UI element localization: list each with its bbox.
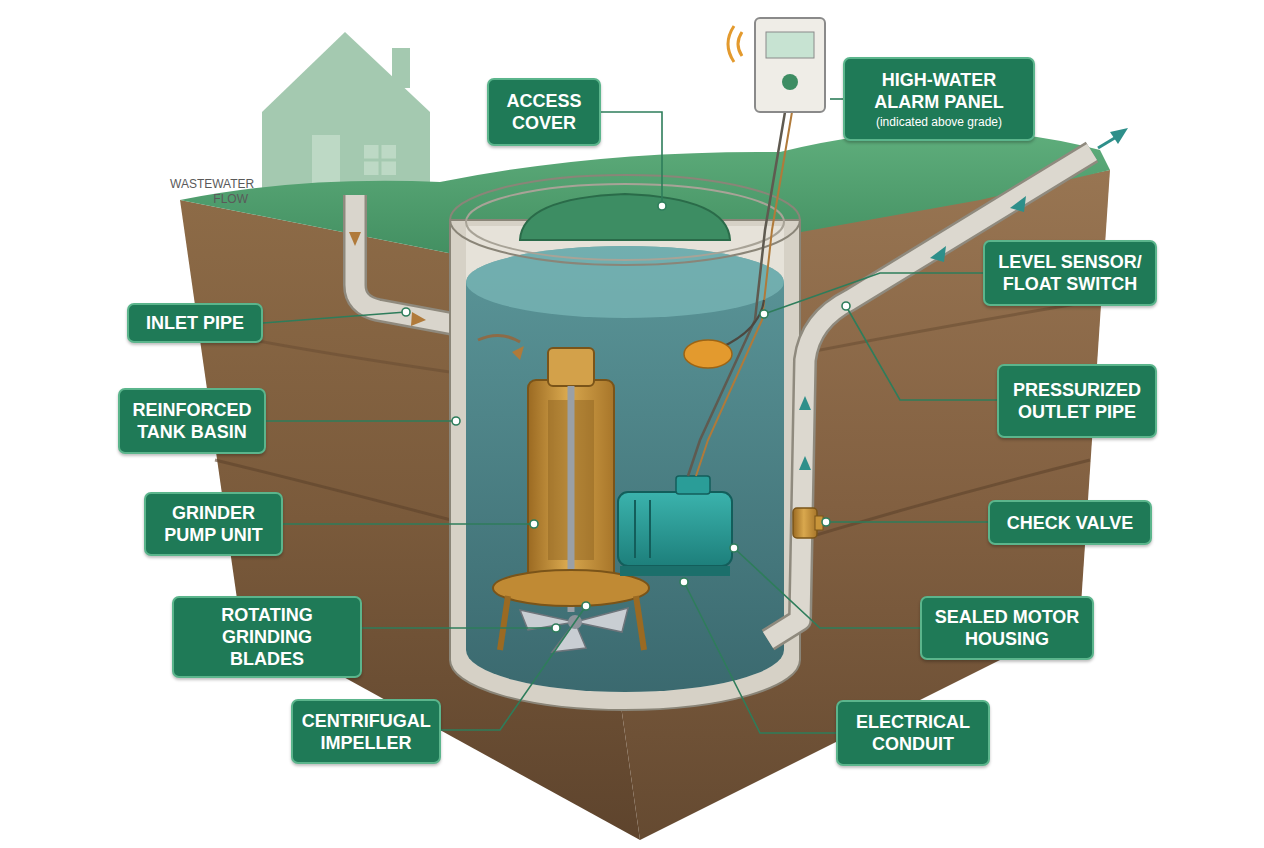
callout-box: SEALED MOTOR HOUSING <box>920 596 1094 660</box>
callout-box: CHECK VALVE <box>988 500 1152 545</box>
callout-box: INLET PIPE <box>127 303 263 343</box>
callout-box: REINFORCED TANK BASIN <box>118 388 266 454</box>
callout-label: PRESSURIZED OUTLET PIPE <box>1011 379 1143 423</box>
callout-box: ACCESS COVER <box>487 78 601 146</box>
callout-box: HIGH-WATER ALARM PANEL (indicated above g… <box>843 57 1035 141</box>
callout-label: CHECK VALVE <box>1007 512 1133 534</box>
callout-label: CENTRIFUGAL IMPELLER <box>302 710 431 754</box>
callout-label: LEVEL SENSOR/ FLOAT SWITCH <box>997 251 1143 295</box>
callout-label: REINFORCED TANK BASIN <box>132 399 252 443</box>
callout-box: LEVEL SENSOR/ FLOAT SWITCH <box>983 240 1157 306</box>
callout-box: PRESSURIZED OUTLET PIPE <box>997 364 1157 438</box>
callout-label: INLET PIPE <box>146 312 244 334</box>
leader-lines <box>263 99 997 733</box>
callout-box: CENTRIFUGAL IMPELLER <box>291 699 441 764</box>
callout-label: GRINDER PUMP UNIT <box>158 502 269 546</box>
callout-note: (indicated above grade) <box>876 115 1002 130</box>
flow-label: WASTEWATER FLOW <box>170 177 248 207</box>
callout-box: ROTATING GRINDING BLADES <box>172 596 362 678</box>
callout-label: ACCESS COVER <box>501 90 587 134</box>
callout-box: GRINDER PUMP UNIT <box>144 492 283 556</box>
callout-label: ELECTRICAL CONDUIT <box>850 711 976 755</box>
house <box>262 32 430 205</box>
callout-label: SEALED MOTOR HOUSING <box>934 606 1080 650</box>
callout-box: ELECTRICAL CONDUIT <box>836 700 990 766</box>
callout-label: HIGH-WATER ALARM PANEL <box>857 69 1021 113</box>
callout-label: ROTATING GRINDING BLADES <box>186 604 348 670</box>
